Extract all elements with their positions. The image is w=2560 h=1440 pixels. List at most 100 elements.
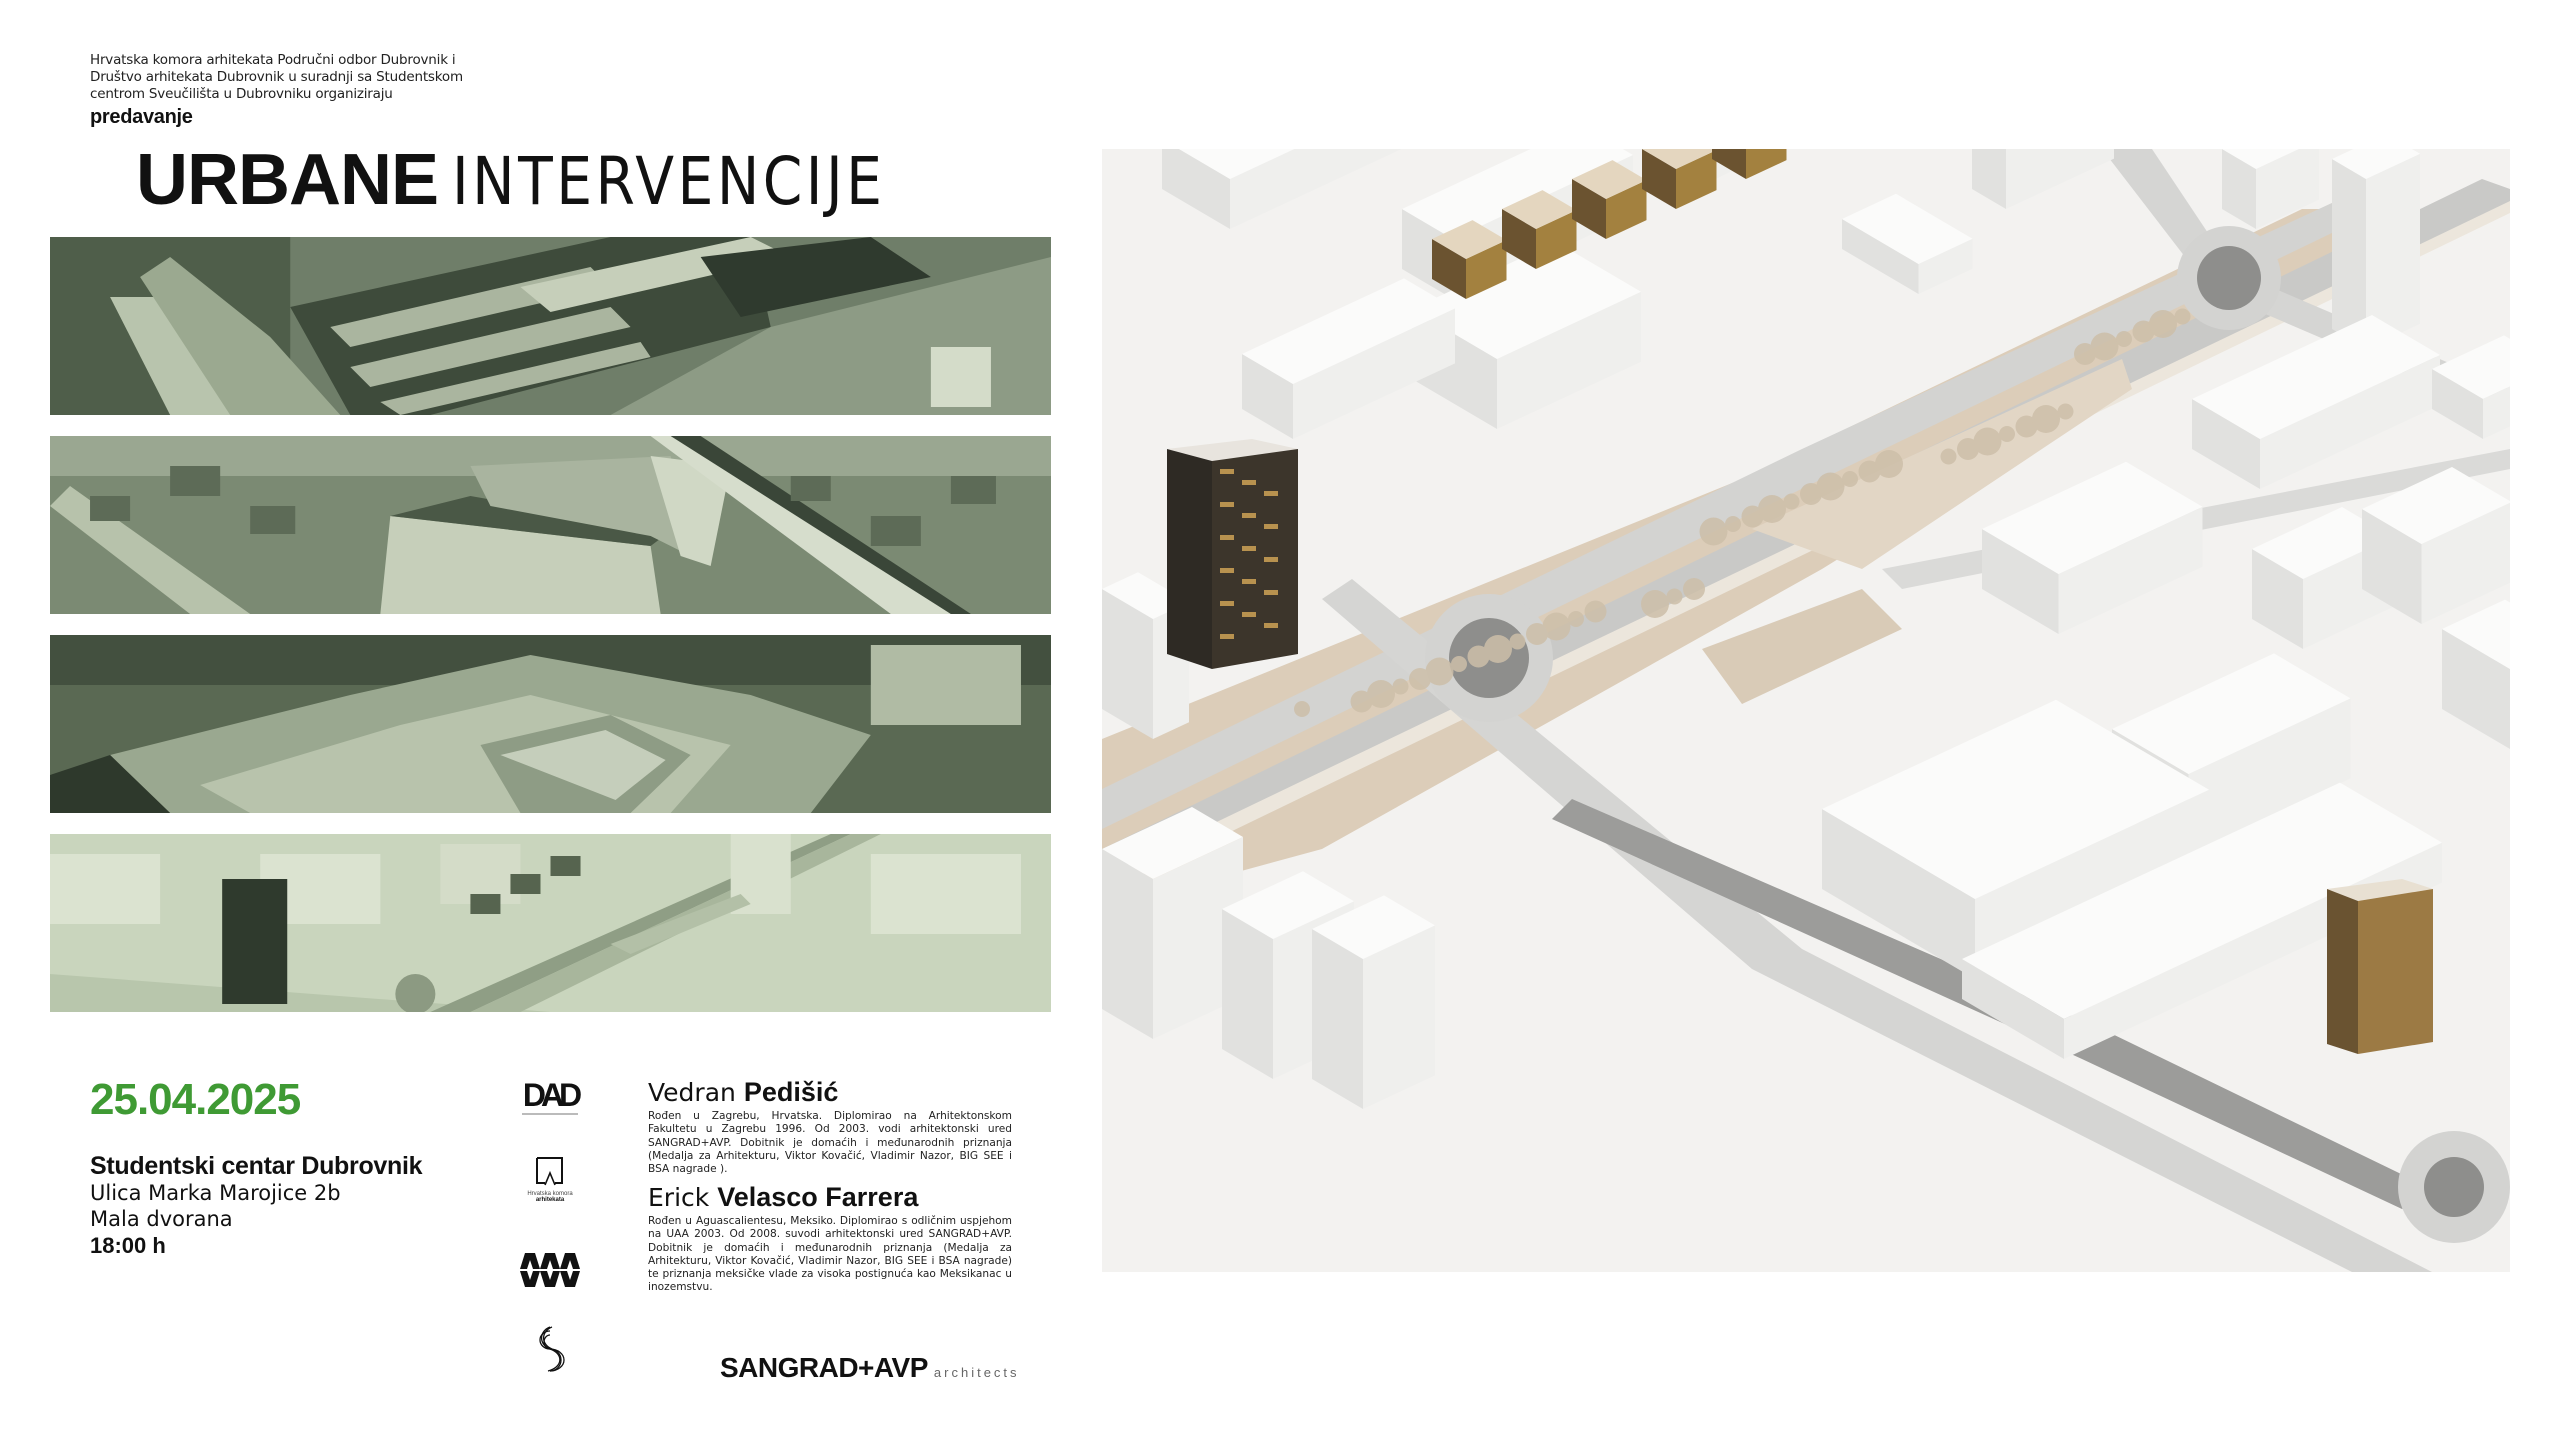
building-face: [2188, 698, 2351, 854]
masterplan-render: [1102, 149, 2510, 1272]
building-face: [2256, 149, 2319, 229]
brand-name: SANGRAD+AVP: [720, 1352, 928, 1383]
building-face: [2332, 149, 2420, 179]
speaker-first-name: Vedran: [648, 1078, 736, 1107]
tree: [2015, 415, 2038, 438]
building-face: [2366, 153, 2420, 349]
tower-window: [1220, 502, 1234, 507]
building-face: [2112, 653, 2351, 774]
building-face: [1497, 291, 1641, 429]
tree: [1467, 645, 1490, 668]
building-face: [2192, 315, 2440, 439]
building-face: [1222, 871, 1354, 939]
organizers-text: Hrvatska komora arhitekata Područni odbo…: [90, 52, 610, 103]
building-face: [1179, 149, 1295, 179]
tower-window: [1220, 535, 1234, 540]
building-face: [1972, 149, 2006, 209]
building-face: [1642, 149, 1717, 169]
building-face: [1242, 354, 1293, 439]
hka-logo-line1: Hrvatska komora: [527, 1191, 573, 1197]
building-face: [2483, 386, 2510, 439]
tower-window: [1264, 557, 1278, 562]
building-face: [2432, 335, 2510, 399]
building-face: [2252, 507, 2393, 579]
organizers-line: centrom Sveučilišta u Dubrovniku organiz…: [90, 86, 393, 102]
tree: [1875, 450, 1903, 478]
building-face: [2362, 467, 2510, 544]
building-face: [1363, 925, 1435, 1109]
speaker-name: Erick Velasco Farrera: [648, 1182, 918, 1213]
building-face: [2222, 149, 2256, 229]
tower-window: [1220, 469, 1234, 474]
speaker-bio: Rođen u Aguascalientesu, Meksiko. Diplom…: [648, 1215, 1012, 1294]
building-face: [2252, 549, 2303, 649]
event-type: predavanje: [90, 106, 193, 128]
building-face: [2362, 509, 2422, 624]
building-face: [1746, 149, 1787, 179]
tree: [1509, 633, 1526, 650]
building-face: [1982, 529, 2059, 634]
tower-window: [1242, 546, 1256, 551]
tree: [2174, 308, 2191, 325]
tree: [1350, 690, 1373, 713]
tree: [1973, 427, 2002, 456]
building-face: [1293, 308, 1455, 439]
tower-window: [1264, 491, 1278, 496]
tree: [1666, 588, 1683, 605]
tree: [1542, 612, 1571, 641]
tree: [1484, 635, 1512, 663]
tower-window: [1242, 612, 1256, 617]
tree: [1940, 448, 1957, 465]
title-bold: URBANE: [136, 140, 439, 220]
tree: [2116, 331, 2132, 347]
tree: [1641, 590, 1669, 618]
tower-window: [1242, 513, 1256, 518]
hka-square-icon: [536, 1157, 563, 1186]
building-face: [2260, 355, 2440, 489]
tree: [1392, 678, 1409, 695]
building-face: [1676, 150, 1717, 209]
photo-aerial-barracks-railway: [50, 436, 1051, 614]
event-date: 25.04.2025: [90, 1075, 301, 1124]
building-face: [1918, 238, 1973, 294]
tree: [1842, 471, 1858, 487]
speaker-first-name: Erick: [648, 1183, 710, 1212]
tree: [1568, 611, 1584, 627]
event-address: Ulica Marka Marojice 2b: [90, 1181, 341, 1205]
hka-logo: Hrvatska komora arhitekata: [515, 1156, 585, 1203]
tree: [1800, 483, 1822, 505]
speaker-bio: Rođen u Zagrebu, Hrvatska. Diplomirao na…: [648, 1110, 1012, 1176]
tree: [1294, 701, 1310, 717]
tree: [1584, 600, 1607, 623]
building-face: [2006, 149, 2114, 209]
building-face: [1153, 837, 1243, 1039]
speaker-name: Vedran Pedišić: [648, 1077, 838, 1108]
spiral-s-logo: [515, 1325, 585, 1378]
building-face: [1230, 149, 1402, 229]
tree: [1425, 657, 1454, 686]
building-face: [1842, 219, 1919, 294]
dad-logo: DAD: [515, 1079, 585, 1115]
event-room: Mala dvorana: [90, 1207, 233, 1231]
tree: [2132, 320, 2155, 343]
tower-window: [1220, 634, 1234, 639]
tower-window: [1264, 623, 1278, 628]
building-face: [1962, 782, 2442, 1019]
speaker-last-name: Pedišić: [743, 1077, 839, 1107]
building-face: [1982, 461, 2203, 574]
building-face: [1822, 699, 2209, 899]
building-face: [1432, 220, 1507, 259]
tower-window: [1220, 568, 1234, 573]
tree: [1683, 578, 1705, 600]
building-face: [1312, 929, 1363, 1109]
tree: [1783, 493, 1800, 510]
tower-window: [1242, 579, 1256, 584]
photo-aerial-campus: [50, 237, 1051, 415]
tree: [2074, 343, 2096, 365]
photo-aerial-fortress: [50, 635, 1051, 813]
building-face: [1502, 190, 1577, 229]
speaker-last-name: Velasco Farrera: [717, 1182, 919, 1212]
event-venue: Studentski centar Dubrovnik: [90, 1152, 423, 1180]
building-face: [1712, 149, 1746, 179]
